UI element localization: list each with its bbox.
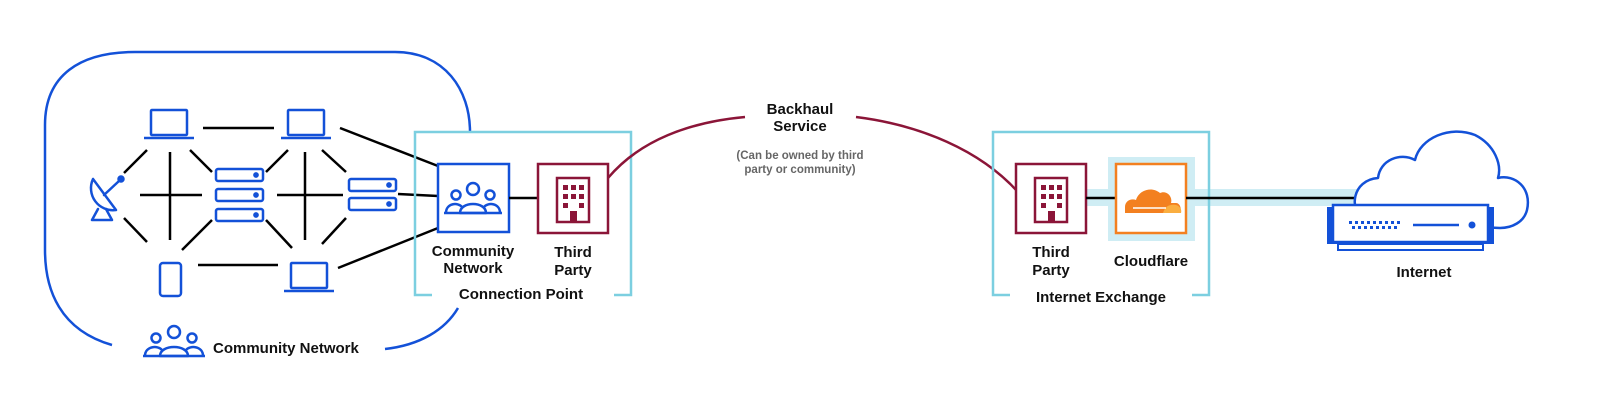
backhaul-note-line2: party or community) [744,164,855,176]
cp-third-party-label-line1: Third [554,244,592,261]
community-network-boundary [43,50,472,351]
internet-exchange-title: Internet Exchange [1036,289,1166,306]
building-icon [555,176,591,224]
backhaul-link-right [855,115,1019,193]
cloudflare-label: Cloudflare [1114,253,1188,270]
community-network-title: Community Network [213,340,360,357]
router-icon [1327,203,1494,251]
backhaul-title-line1: Backhaul [767,101,834,118]
satellite-dish-icon [89,175,125,222]
connection-point-frame [413,130,633,297]
laptop-icon [144,108,194,140]
building-icon [1033,176,1069,224]
community-network-node [436,162,511,234]
ix-third-party-label-line1: Third [1032,244,1070,261]
people-icon [143,324,205,358]
backhaul-note-line1: (Can be owned by third [736,150,863,162]
internet-label: Internet [1396,264,1451,281]
cp-community-label-line2: Network [443,260,503,277]
laptop-icon [284,261,334,293]
people-icon [444,181,502,215]
ix-third-party-label-line2: Party [1032,262,1070,279]
server-icon [214,167,265,223]
internet-exchange-frame [991,130,1211,297]
laptop-icon [281,108,331,140]
backhaul-title-line2: Service [773,118,826,135]
server-icon [347,177,398,212]
cp-third-party-label-line2: Party [554,262,592,279]
connection-point-title: Connection Point [459,286,583,303]
backhaul-link-left [607,115,746,179]
cp-community-label-line1: Community [432,243,515,260]
phone-icon [158,261,183,298]
cloudflare-logo-icon [1125,189,1182,213]
mesh-links [123,126,439,270]
